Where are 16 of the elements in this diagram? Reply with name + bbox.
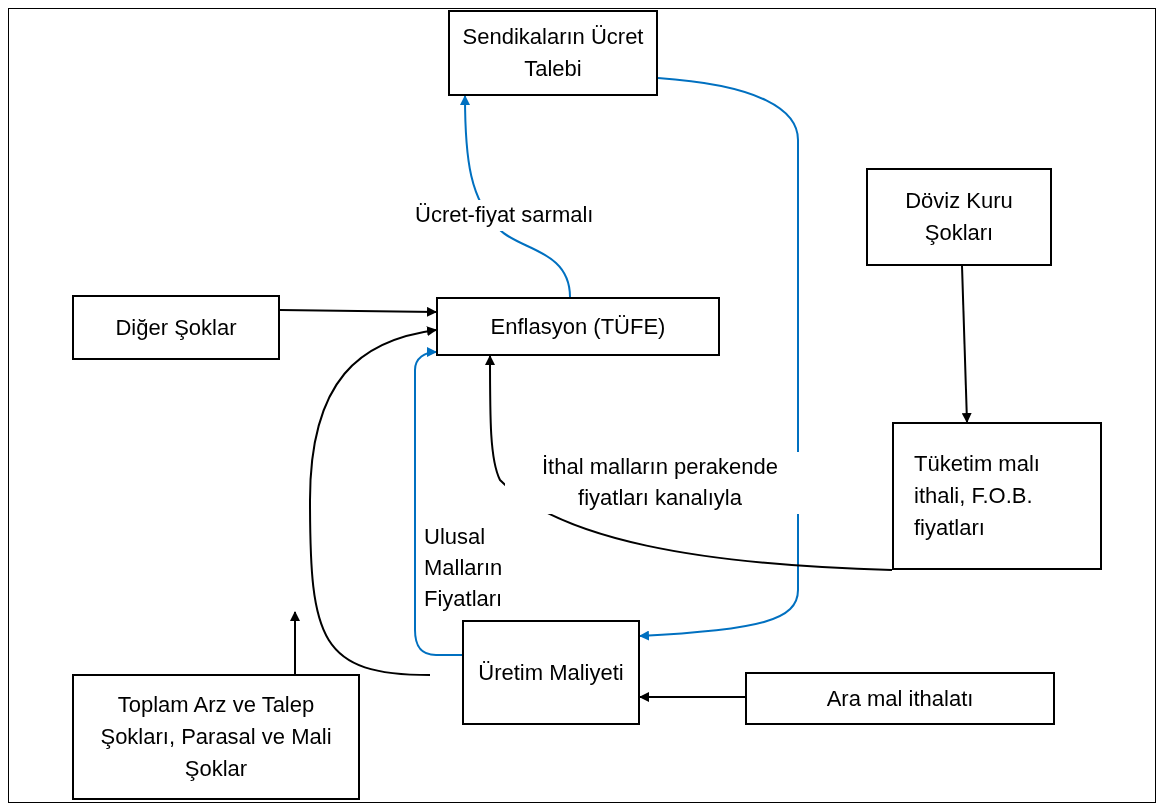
arrow bbox=[961, 265, 972, 423]
arrow bbox=[290, 611, 300, 675]
process-box: Üretim Maliyeti bbox=[462, 620, 640, 725]
arrow bbox=[414, 347, 463, 656]
arrow bbox=[485, 355, 893, 571]
arrow bbox=[279, 306, 437, 317]
arrow bbox=[309, 326, 437, 676]
arrow bbox=[639, 692, 746, 702]
process-box: Enflasyon (TÜFE) bbox=[436, 297, 720, 356]
process-box: Toplam Arz ve Talep Şokları, Parasal ve Mali Şoklar bbox=[72, 674, 360, 800]
process-box: Ara mal ithalatı bbox=[745, 672, 1055, 725]
arrow bbox=[639, 77, 799, 641]
process-box: Tüketim malı ithali, F.O.B. fiyatları bbox=[892, 422, 1102, 570]
process-box: Sendikaların Ücret Talebi bbox=[448, 10, 658, 96]
process-box: Diğer Şoklar bbox=[72, 295, 280, 360]
process-box: Döviz Kuru Şokları bbox=[866, 168, 1052, 266]
